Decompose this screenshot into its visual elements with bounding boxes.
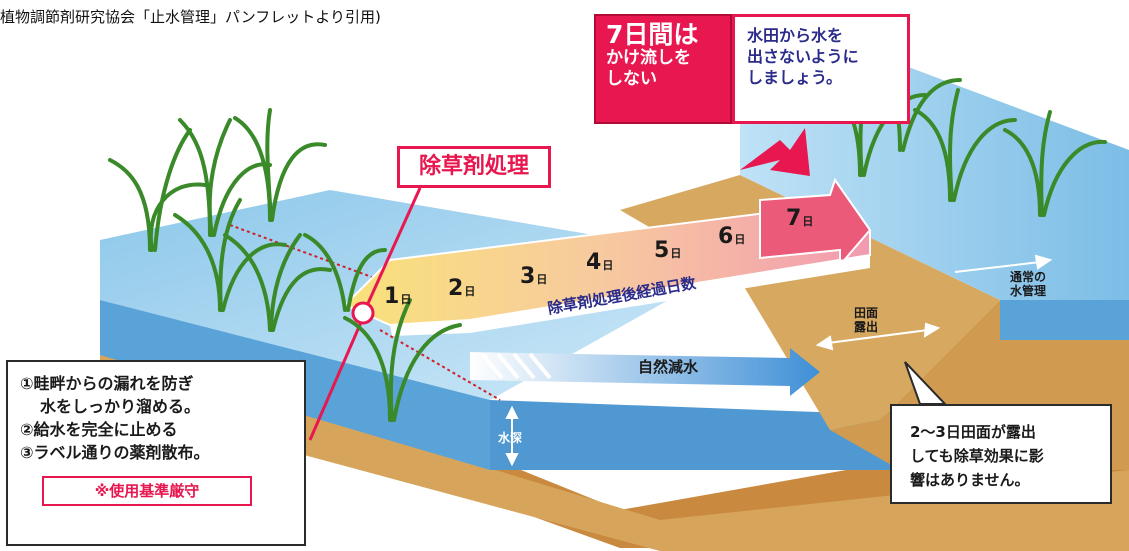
- elapsed-days-band: [343, 203, 871, 327]
- rice-plant: [108, 128, 207, 252]
- natural-decrease-label: 自然減水: [638, 358, 699, 376]
- rice-plant: [913, 88, 1017, 202]
- rice-plant: [343, 298, 462, 422]
- usage-standard-notice: ※使用基準厳守: [42, 476, 252, 506]
- field-exposed-label: 田面 露出: [854, 306, 879, 334]
- instruction-line-2: 水をしっかり溜める。: [40, 397, 201, 416]
- keep-water-callout: 水田から水を 出さないように しましょう。: [732, 14, 910, 124]
- boundary-dotted-line: [229, 224, 381, 281]
- normal-management-label: 通常の 水管理: [1010, 270, 1047, 298]
- day-band-lower-edge: [390, 255, 870, 336]
- day-label-2: 2日: [448, 276, 476, 301]
- water-front-far-right: [1000, 300, 1129, 340]
- day-label-6: 6日: [718, 224, 746, 249]
- day-label-7: 7日: [786, 206, 814, 231]
- rice-plant: [233, 108, 327, 222]
- water-depth-label: 水深: [498, 431, 523, 445]
- no-flow-text: かけ流しを しない: [606, 48, 691, 89]
- instruction-line-4: ③ラベル通りの薬剤散布。: [20, 443, 210, 462]
- day-label-4: 4日: [586, 250, 614, 275]
- herbicide-leader-line: [363, 187, 422, 311]
- no-flow-title: 7日間は: [606, 20, 699, 49]
- natural-decrease-arrow: [470, 348, 820, 396]
- field-exposed-arrow: [815, 322, 941, 351]
- normal-management-arrow: [954, 254, 1053, 273]
- instruction-line-1: ①畦畔からの漏れを防ぎ: [20, 374, 194, 393]
- herbicide-treatment-label: 除草剤処理: [397, 146, 551, 188]
- instruction-leader-line: [308, 319, 364, 441]
- day-label-5: 5日: [654, 238, 682, 263]
- water-front-right: [490, 400, 900, 470]
- rice-plant: [223, 233, 332, 332]
- herbicide-point: [351, 301, 375, 325]
- no-flow-callout: 7日間は かけ流しを しない: [594, 14, 732, 124]
- rice-plant: [303, 233, 387, 312]
- instruction-line-3: ②給水を完全に止める: [20, 420, 178, 439]
- instructions-box: ①畦畔からの漏れを防ぎ 水をしっかり溜める。 ②給水を完全に止める ③ラベル通り…: [6, 360, 306, 546]
- soil-layer-front: [100, 350, 1129, 551]
- source-caption: 植物調節剤研究協会「止水管理」パンフレットより引用): [0, 8, 381, 26]
- drain-arrow: [740, 128, 810, 176]
- decrease-stripes: [480, 352, 552, 380]
- day7-arrow-band: [759, 177, 872, 268]
- day-label-3: 3日: [520, 264, 548, 289]
- day-label-1: 1日: [384, 284, 412, 309]
- boundary-dotted-line: [379, 329, 501, 401]
- rice-plant: [1003, 110, 1107, 217]
- herbicide-effect-note: 2～3日田面が露出 しても除草効果に影 響はありません。: [890, 404, 1112, 504]
- water-depth-arrow: [505, 405, 519, 467]
- soil-side-left: [100, 300, 1129, 548]
